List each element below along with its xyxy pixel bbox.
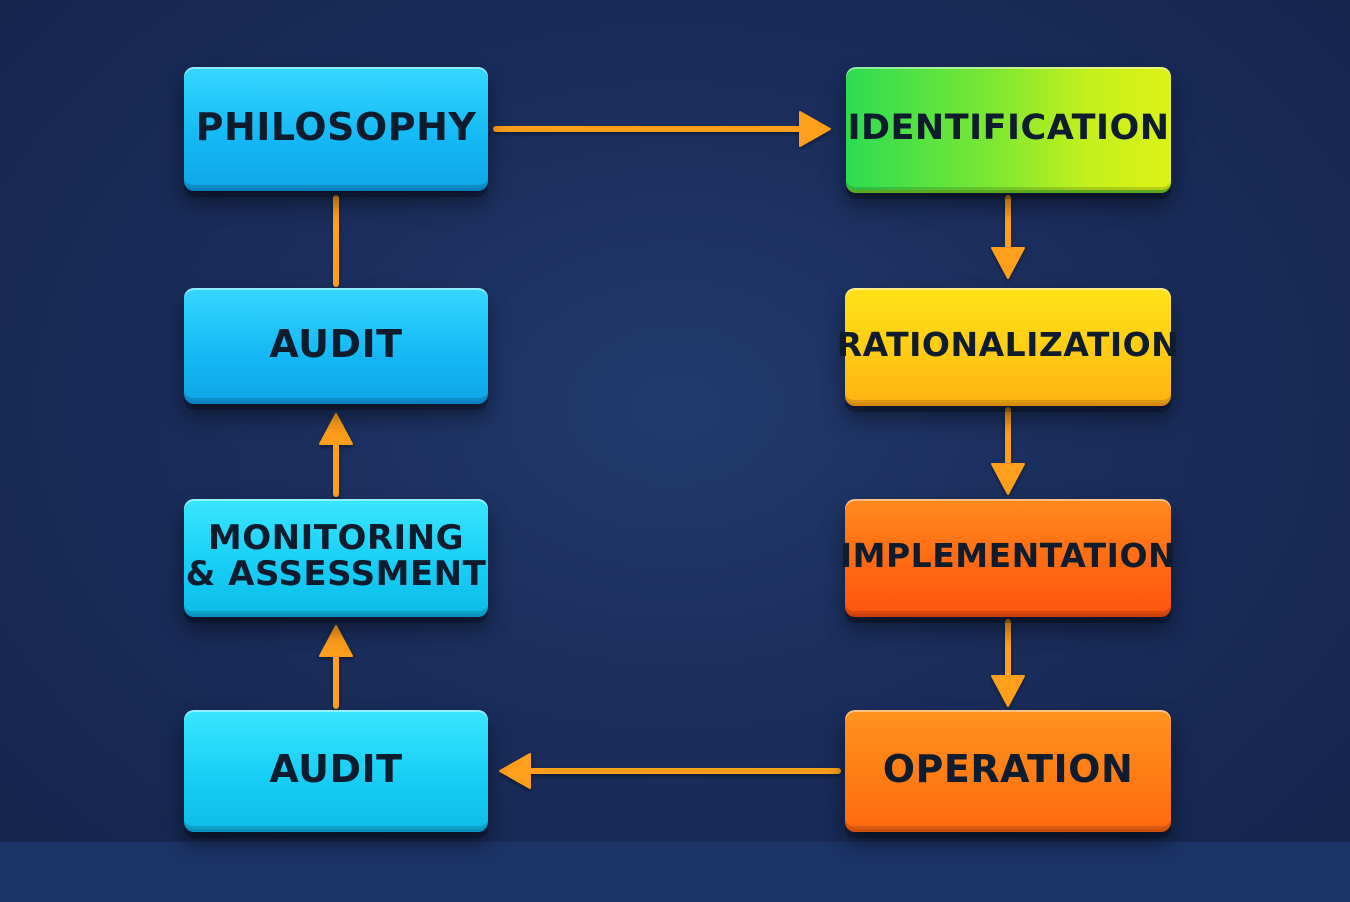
- bottom-band: [0, 842, 1350, 902]
- node-monitoring-line2: & ASSESSMENT: [185, 553, 487, 594]
- node-monitoring-line1: MONITORING: [207, 517, 465, 558]
- node-identification: IDENTIFICATION: [846, 67, 1171, 193]
- node-audit-lower: AUDIT: [184, 710, 488, 832]
- node-implementation: IMPLEMENTATION: [840, 499, 1176, 617]
- node-identification-label: IDENTIFICATION: [847, 108, 1170, 149]
- node-monitoring-assessment: MONITORING & ASSESSMENT: [184, 499, 488, 617]
- arrow-operation-to-audit: [499, 753, 841, 789]
- arrow-philosophy-to-identification: [493, 111, 831, 147]
- node-philosophy-label: PHILOSOPHY: [195, 104, 477, 149]
- arrow-monitoring-to-audit: [319, 413, 353, 497]
- arrow-implementation-to-operation: [991, 619, 1025, 707]
- node-operation: OPERATION: [845, 710, 1171, 832]
- node-audit-upper-label: AUDIT: [269, 321, 403, 366]
- node-audit-upper: AUDIT: [184, 288, 488, 404]
- node-rationalization-label: RATIONALIZATION: [836, 325, 1180, 365]
- node-monitoring-assessment-label: MONITORING & ASSESSMENT: [185, 517, 487, 594]
- arrow-rationalization-to-implementation: [991, 407, 1025, 495]
- node-audit-lower-label: AUDIT: [269, 746, 403, 791]
- node-philosophy: PHILOSOPHY: [184, 67, 488, 191]
- arrow-audit-to-monitoring: [319, 625, 353, 709]
- arrow-identification-to-rationalization: [991, 195, 1025, 279]
- node-implementation-label: IMPLEMENTATION: [839, 536, 1177, 576]
- node-operation-label: OPERATION: [882, 746, 1134, 791]
- node-rationalization: RATIONALIZATION: [837, 288, 1179, 406]
